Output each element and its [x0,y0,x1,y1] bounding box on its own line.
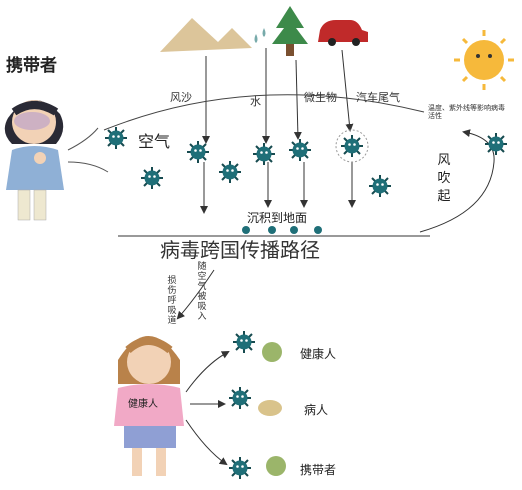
inhale-arrow [176,269,215,320]
sediment-label: 沉积到地面 [247,211,308,225]
sand-dune-icon [160,18,252,52]
source-label-sand: 风沙 [170,91,192,104]
diagram-title: 病毒跨国传播路径 [160,238,320,262]
air-label: 空气 [138,132,171,151]
tree-icon [272,6,308,56]
wind-label: 风吹起 [437,153,451,204]
route-label-damaged-airway: 损伤呼吸道 [167,276,177,326]
sun-icon [454,30,514,90]
ground-virus-icons [242,226,322,234]
route-label-inhaled: 随空气被吸入 [197,262,207,322]
source-label-microbes: 微生物 [304,91,337,104]
outcome-carrier: 携带者 [300,463,337,477]
sediment-arrows [200,162,356,214]
carrier-top-label: 携带者 [6,56,57,76]
outcome-virus-icons [228,330,286,480]
outcome-healthy: 健康人 [300,347,337,361]
carrier-boy-figure [4,99,64,221]
water-drop-icon [254,28,266,43]
source-arrows [202,48,354,144]
healthy-girl-figure [114,336,184,476]
cough-line [67,161,109,173]
source-label-exhaust: 汽车尾气 [356,91,400,104]
car-icon [318,20,368,46]
outcome-patient: 病人 [304,403,329,417]
wind-arrow [419,129,495,233]
cough-line [67,127,99,151]
outcome-arrows [185,351,230,466]
healthy-person-label: 健康人 [128,399,158,410]
source-label-water: 水 [250,95,261,108]
uv-note: 温度、紫外线等影响病毒活性 [428,104,505,120]
